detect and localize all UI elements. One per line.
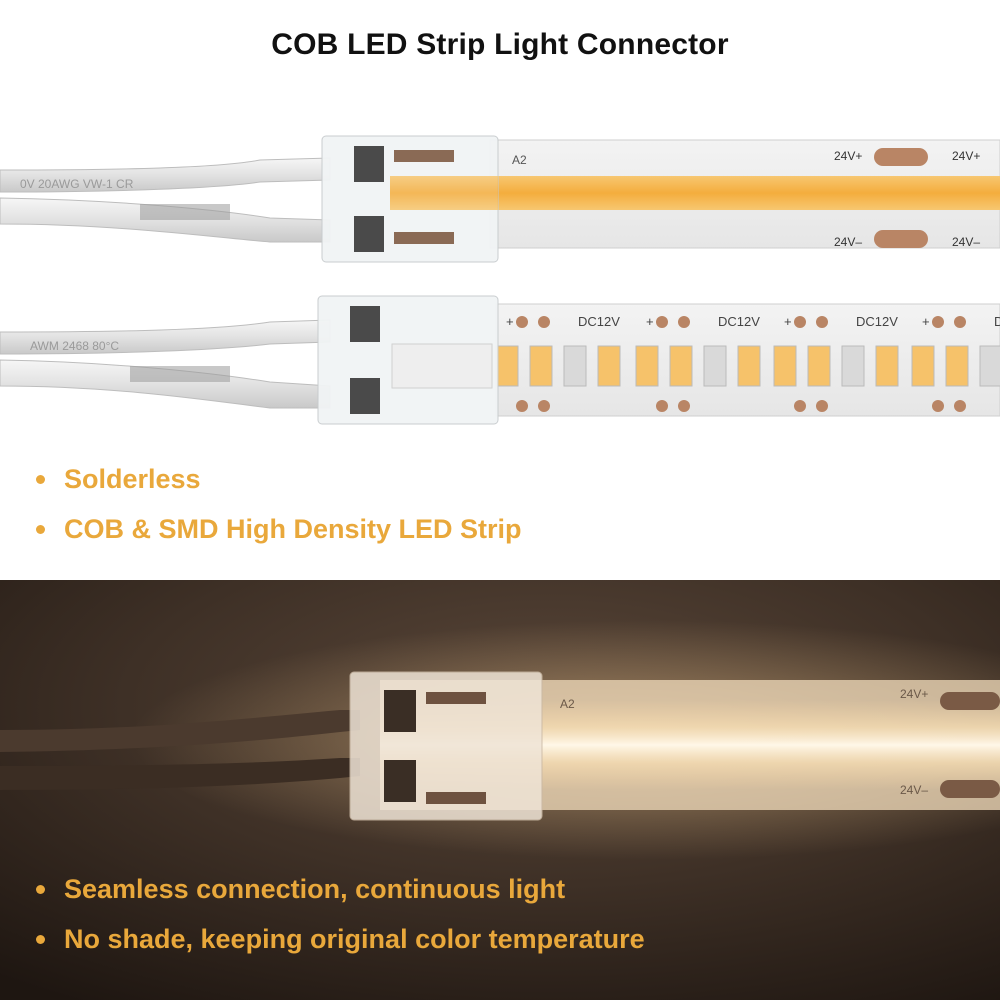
solder-pad [932, 316, 944, 328]
bullet-dot-icon [36, 935, 45, 944]
feature-text: No shade, keeping original color tempera… [64, 924, 645, 954]
feature-item-seamless: Seamless connection, continuous light [36, 874, 565, 905]
smd-led-chip [737, 345, 761, 387]
bullet-dot-icon [36, 885, 45, 894]
solder-pad [538, 316, 550, 328]
smd-plus-label: + [784, 314, 792, 329]
smd-plus-label: + [922, 314, 930, 329]
bullet-dot-icon [36, 475, 45, 484]
cob-neg-label-2: 24V– [952, 235, 980, 249]
solder-pad [816, 400, 828, 412]
solder-pad [794, 400, 806, 412]
smd-plus-label: + [506, 314, 514, 329]
smd-led-chip [773, 345, 797, 387]
cob-strip-assembly: 0V 20AWG VW-1 CR A2 24V+ 24V+ 24V– 24V– [0, 135, 1000, 263]
cob-strip-label: A2 [512, 153, 527, 167]
resistor [563, 345, 587, 387]
connector-product-photo: 0V 20AWG VW-1 CR A2 24V+ 24V+ 24V– 24V– … [0, 135, 1000, 425]
smd-led-chip [669, 345, 693, 387]
smd-led-chip [911, 345, 935, 387]
solder-pad [656, 316, 668, 328]
lit-neg-label: 24V– [900, 783, 928, 797]
feature-text: Seamless connection, continuous light [64, 874, 566, 904]
feature-item-no-shade: No shade, keeping original color tempera… [36, 924, 645, 955]
smd-led-chip [945, 345, 969, 387]
cob-pos-label-2: 24V+ [952, 149, 980, 163]
solder-pad [794, 316, 806, 328]
feature-text: COB & SMD High Density LED Strip [64, 514, 522, 544]
smd-segment-label: DC12V [856, 314, 898, 329]
solder-pad [954, 316, 966, 328]
bullet-dot-icon [36, 525, 45, 534]
solder-pad [538, 400, 550, 412]
lit-strip-photo: A2 24V+ 24V– [0, 580, 1000, 1000]
feature-item-solderless: Solderless [36, 464, 201, 495]
solder-pad [678, 316, 690, 328]
solder-pad [656, 400, 668, 412]
smd-segment-label: DC12V [718, 314, 760, 329]
solder-pad [678, 400, 690, 412]
smd-led-chip [529, 345, 553, 387]
resistor [703, 345, 727, 387]
resistor [979, 345, 1000, 387]
smd-led-chip [597, 345, 621, 387]
smd-segment-label: DC12V [578, 314, 620, 329]
page-title: COB LED Strip Light Connector [271, 28, 729, 61]
smd-plus-label: + [646, 314, 654, 329]
feature-item-strip-types: COB & SMD High Density LED Strip [36, 514, 522, 545]
smd-strip-assembly: AWM 2468 80°C + DC12V + DC12V + DC12V + DC12V [0, 295, 1000, 425]
solder-pad [516, 400, 528, 412]
feature-text: Solderless [64, 464, 201, 494]
solder-pad [816, 316, 828, 328]
wire-print-text: 0V 20AWG VW-1 CR [20, 177, 134, 191]
solder-pad [932, 400, 944, 412]
lit-strip-label: A2 [560, 697, 575, 711]
smd-led-chip [807, 345, 831, 387]
solder-pad [516, 316, 528, 328]
lit-pos-label: 24V+ [900, 687, 928, 701]
solder-pad [954, 400, 966, 412]
resistor [841, 345, 865, 387]
smd-wire-print-text: AWM 2468 80°C [30, 339, 119, 353]
smd-led-chip [875, 345, 899, 387]
smd-led-chip [495, 345, 519, 387]
cob-neg-label: 24V– [834, 235, 862, 249]
smd-segment-label: DC12V [994, 314, 1000, 329]
smd-led-chip [635, 345, 659, 387]
cob-pos-label: 24V+ [834, 149, 862, 163]
